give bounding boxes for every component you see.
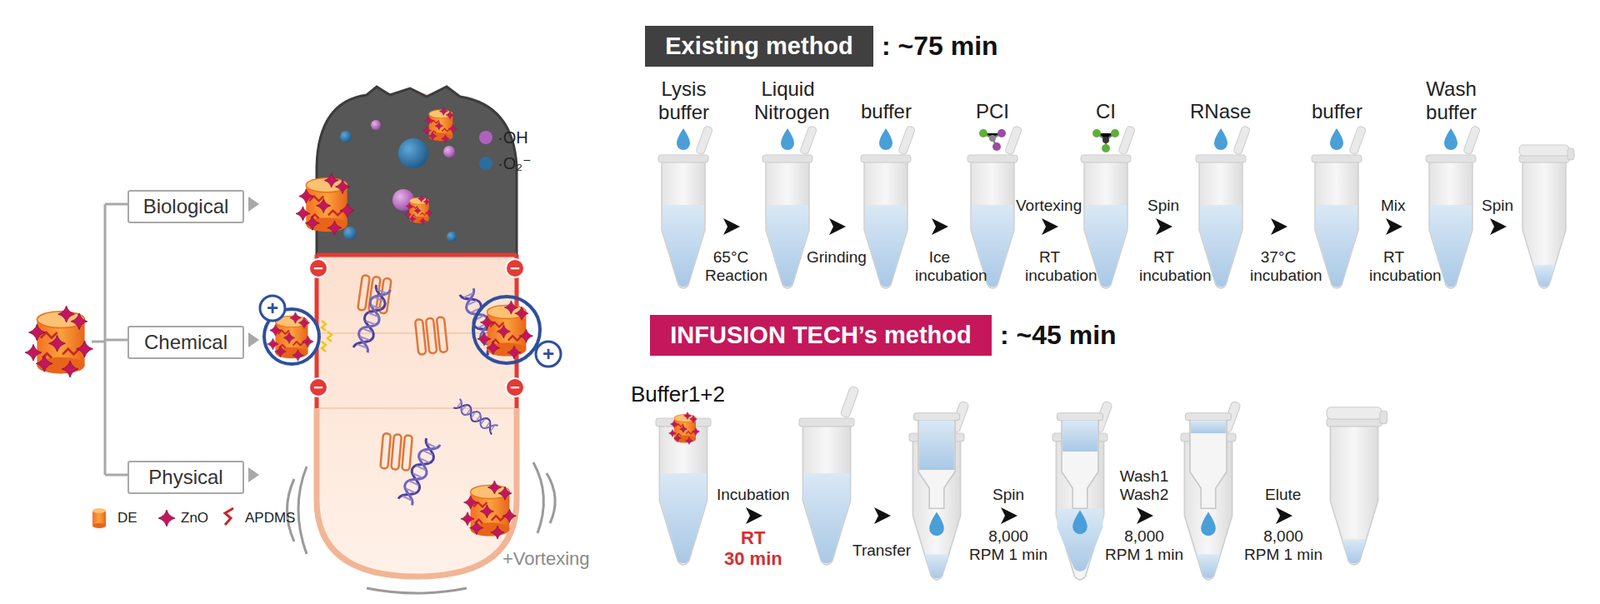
reagent-label: PCI [975,100,1010,124]
condition-label: RT [740,527,765,549]
reagent-label: Wash buffer [1424,77,1479,124]
charge-sign: − [313,259,324,279]
method-banner: INFUSION TECH’s method [650,315,992,356]
reagent-label: CI [1095,100,1116,124]
reagent-label: RNase [1190,100,1251,124]
legend-icons [0,0,234,529]
condition-label: 8,000 RPM 1 min [1105,527,1184,565]
legend-text: ·O₂⁻ [497,154,532,174]
box-text: Physical [148,465,223,490]
step-label: RT incubation [1139,248,1189,285]
charge-circles [260,259,561,397]
kit-tubes [655,385,1388,580]
step-label: Ice incubation [915,248,965,285]
box-text: Chemical [144,330,228,355]
charge-sign: + [266,296,279,320]
legend-text: ZnO [180,510,209,527]
solvent-molecules [979,129,1120,153]
vortex-arcs [287,462,556,594]
method-banner: Existing method [645,25,874,67]
branch-arrowheads [248,196,260,483]
condition-label: 8,000 RPM 1 min [969,527,1048,565]
branch-lines [91,204,128,475]
cell [316,86,517,577]
charge-sign: − [313,378,324,398]
step-label: Transfer [852,541,911,560]
step-label: Grinding [806,248,867,267]
legend-swatch [479,130,493,145]
reagent-label: Lysis buffer [658,77,710,124]
step-label: Mix [1380,196,1406,215]
mechanism-box: Chemical [127,325,245,360]
existing-tubes [658,125,1575,289]
reagent-label: buffer [860,100,912,124]
step-label: Wash1 Wash2 [1118,467,1170,505]
step-label: Elute [1265,485,1301,505]
charge-sign: − [510,378,520,398]
legend-text: ·OH [497,128,529,148]
charge-sign: − [510,259,520,279]
condition-label: 8,000 RPM 1 min [1244,527,1323,565]
step-label: RT incubation [1025,248,1075,285]
box-text: Biological [143,195,230,219]
mechanism-box: Physical [127,460,245,495]
reagent-label: buffer [1311,100,1363,124]
duration-label: : ~45 min [1000,320,1117,351]
condition-label: 30 min [724,548,783,570]
step-label: 65°C Reaction [705,248,757,285]
reagent-drops [676,128,1458,150]
box-text: Existing method [665,32,854,60]
step-label: Vortexing [1015,196,1082,215]
legend-text: APDMS [245,510,295,527]
legend-text: DE [117,510,138,527]
step-label: Incubation [716,485,790,505]
step-label: Spin [992,485,1025,505]
duration-label: : ~75 min [881,30,999,62]
action-label: +Vortexing [502,548,590,570]
charge-sign: + [542,342,555,366]
particles [264,107,540,540]
step-label: Spin [1481,196,1514,215]
legend-swatch [479,156,493,170]
reagent-label: Buffer1+2 [630,382,725,408]
box-text: INFUSION TECH’s method [670,321,971,350]
step-label: Spin [1147,196,1180,215]
composite-particle [25,305,93,378]
mechanism-box: Biological [127,190,245,224]
interaction-waves [321,320,332,352]
step-label: RT incubation [1369,248,1419,285]
step-label: 37°C incubation [1250,248,1307,285]
reagent-label: Liquid Nitrogen [754,77,822,124]
